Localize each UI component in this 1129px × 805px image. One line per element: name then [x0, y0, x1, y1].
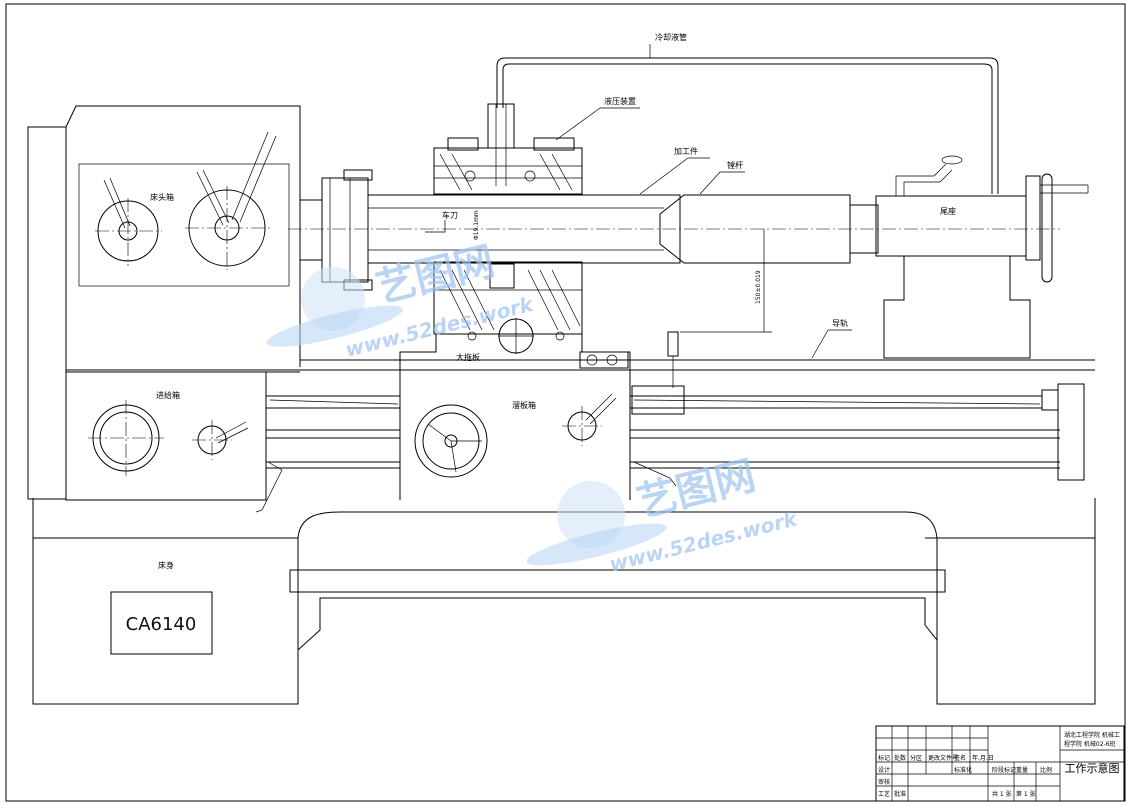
label-tailstock: 尾座: [940, 206, 956, 216]
tb-cell-8: 阶段标记: [992, 766, 1016, 774]
label-turning-tool: 车刀: [442, 210, 458, 220]
tb-cell-7: 标准化: [954, 766, 972, 774]
height-dimension: 150±0.019: [680, 229, 772, 333]
label-coolant-pipe: 冷却液管: [655, 32, 687, 42]
model-plate: [110, 591, 213, 655]
model-plate-text: CA6140: [126, 614, 197, 635]
tb-cell-4: 签名: [954, 754, 966, 762]
label-diameter-dim: Φ19.1mm: [473, 210, 480, 240]
label-height-dim: 150±0.019: [755, 270, 762, 304]
tb-cell-15: 第 1 张: [1016, 790, 1036, 798]
boring-bar: 镗杆: [659, 160, 879, 264]
watermark-globe-icon-2: [526, 480, 667, 566]
label-guide-rail: 导轨: [832, 318, 848, 328]
title-block: 湖北工程学院 机械工 程学院 机械02-6班 工作示意图 标记 处数 分区 更改…: [875, 725, 1125, 802]
label-headstock: 床头箱: [150, 192, 174, 202]
lead-screw: [265, 383, 1085, 481]
label-carriage: 大拖板: [456, 352, 480, 362]
tb-cell-5: 年.月.日: [972, 754, 994, 762]
watermark-brand: 艺图网: [372, 238, 500, 312]
label-workpiece: 加工件: [674, 146, 698, 156]
label-feed-box: 进给箱: [156, 390, 180, 400]
tb-cell-13: 批准: [894, 790, 906, 798]
tailstock: 尾座: [875, 155, 1089, 359]
watermark-2: 艺图网 www.52des.work: [526, 453, 801, 576]
headstock: 床头箱: [27, 105, 301, 500]
lathe-bed: CA6140 床身: [32, 498, 1096, 705]
watermark-globe-icon: [266, 266, 403, 347]
tb-cell-6: 设计: [878, 766, 890, 774]
feed-box: 进给箱: [65, 371, 283, 513]
apron: 溜板箱: [414, 393, 677, 487]
label-apron: 溜板箱: [512, 400, 536, 410]
tb-cell-1: 处数: [894, 754, 906, 762]
tb-cell-3: 更改文件号: [928, 754, 958, 762]
coolant-pipe: 冷却液管: [496, 32, 999, 194]
label-hydraulic-device: 液压装置: [604, 96, 636, 106]
tb-school-line2: 程学院 机械02-6班: [1064, 740, 1116, 748]
tb-cell-2: 分区: [910, 754, 922, 762]
carriage: 大拖板: [399, 333, 631, 500]
tb-cell-12: 工艺: [878, 790, 890, 798]
tb-school-line1: 湖北工程学院 机械工: [1064, 731, 1120, 739]
watermark-1: 艺图网 www.52des.work: [266, 238, 537, 362]
workpiece: 车刀 Φ19.1mm 加工件: [288, 146, 1060, 264]
tb-cell-10: 比例: [1040, 766, 1052, 774]
watermark-brand-2: 艺图网: [632, 453, 760, 527]
hydraulic-device: 液压装置: [433, 96, 640, 354]
guide-rail: 导轨: [66, 318, 1095, 388]
tb-cell-14: 共 1 张: [992, 790, 1012, 798]
tb-cell-11: 审核: [878, 778, 890, 786]
drawing-border: [5, 3, 1126, 802]
tb-cell-0: 标记: [878, 754, 890, 762]
tb-drawing-title: 工作示意图: [1065, 761, 1120, 775]
label-boring-bar: 镗杆: [727, 160, 743, 170]
tb-cell-9: 重量: [1016, 766, 1028, 774]
label-bed: 床身: [158, 560, 174, 570]
